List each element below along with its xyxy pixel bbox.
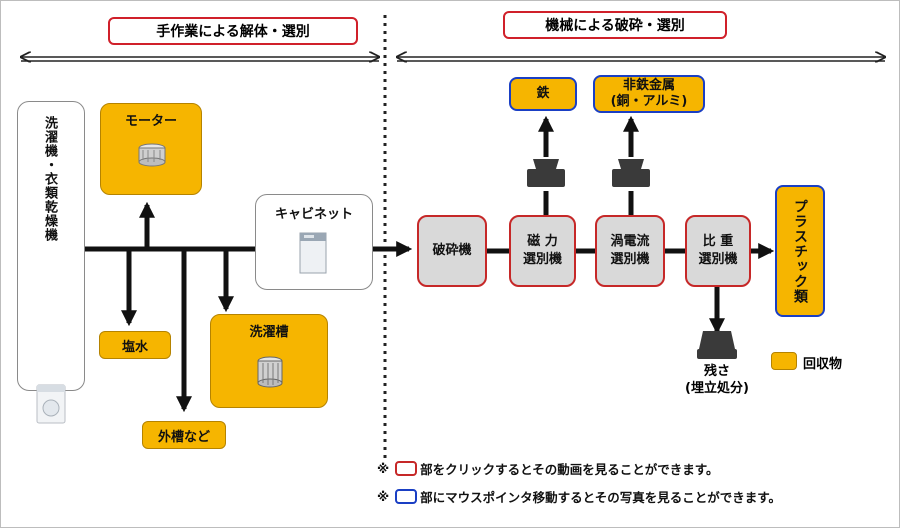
note-photo: ※ 部にマウスポインタ移動するとその写真を見ることができます。 [377, 487, 781, 506]
washing-machine-icon [36, 384, 66, 424]
salt-water-box: 塩水 [99, 331, 171, 359]
note-video-prefix: ※ [377, 461, 390, 476]
hopper-icon-nonferrous [612, 159, 650, 187]
iron-box[interactable]: 鉄 [509, 77, 577, 111]
legend-label-recovered: 回収物 [803, 357, 843, 372]
gravity-separator-box[interactable]: 比 重 選別機 [685, 215, 751, 287]
nonferrous-label: 非鉄金属 [622, 78, 675, 93]
note-video: ※ 部をクリックするとその動画を見ることができます。 [377, 459, 719, 478]
manual-range-arrow [21, 57, 379, 61]
eddy-current-separator-line2: 選別機 [610, 252, 650, 267]
cabinet-label: キャビネット [274, 207, 353, 222]
manual-process-header: 手作業による解体・選別 [108, 17, 358, 45]
nonferrous-sublabel: (銅・アルミ) [610, 94, 688, 109]
cabinet-box[interactable]: キャビネット [255, 194, 373, 290]
motor-icon [138, 143, 166, 167]
input-washing-machine: 洗濯機・衣類乾燥機 [17, 101, 85, 424]
note-photo-prefix: ※ [377, 489, 390, 504]
note-photo-text: 部にマウスポインタ移動するとその写真を見ることができます。 [420, 490, 782, 505]
eddy-current-separator-box[interactable]: 渦電流 選別機 [595, 215, 665, 287]
red-border-sample [395, 461, 418, 476]
residue-line1: 残さ [703, 364, 730, 379]
outer-tub-box: 外槽など [142, 421, 226, 449]
magnetic-separator-box[interactable]: 磁 力 選別機 [509, 215, 576, 287]
blue-border-sample [395, 489, 418, 504]
hopper-icon-residue [697, 331, 737, 359]
input-label: 洗濯機・衣類乾燥機 [42, 116, 57, 242]
note-video-text: 部をクリックするとその動画を見ることができます。 [420, 462, 719, 477]
residue-label: 残さ (埋立処分) [673, 363, 761, 397]
washing-tub-label: 洗濯槽 [249, 325, 289, 340]
legend-swatch-recovered [771, 352, 797, 370]
gravity-separator-line2: 選別機 [698, 252, 738, 267]
plastics-box[interactable]: プラスチック類 [775, 185, 825, 317]
nonferrous-metal-box[interactable]: 非鉄金属 (銅・アルミ) [593, 75, 705, 113]
machine-process-header: 機械による破砕・選別 [503, 11, 727, 39]
washing-tub-box[interactable]: 洗濯槽 [210, 314, 328, 408]
gravity-separator-line1: 比 重 [702, 234, 734, 249]
motor-label: モーター [124, 114, 177, 129]
cabinet-icon [299, 232, 327, 274]
machine-range-arrow [397, 57, 885, 61]
plastics-label: プラスチック類 [792, 198, 808, 304]
magnetic-separator-line2: 選別機 [522, 252, 562, 267]
hopper-icon-iron [527, 159, 565, 187]
residue-line2: (埋立処分) [685, 381, 749, 396]
motor-box[interactable]: モーター [100, 103, 202, 195]
eddy-current-separator-line1: 渦電流 [610, 234, 650, 249]
crusher-box[interactable]: 破砕機 [417, 215, 487, 287]
washing-tub-icon [257, 356, 283, 388]
magnetic-separator-line1: 磁 力 [527, 234, 558, 249]
